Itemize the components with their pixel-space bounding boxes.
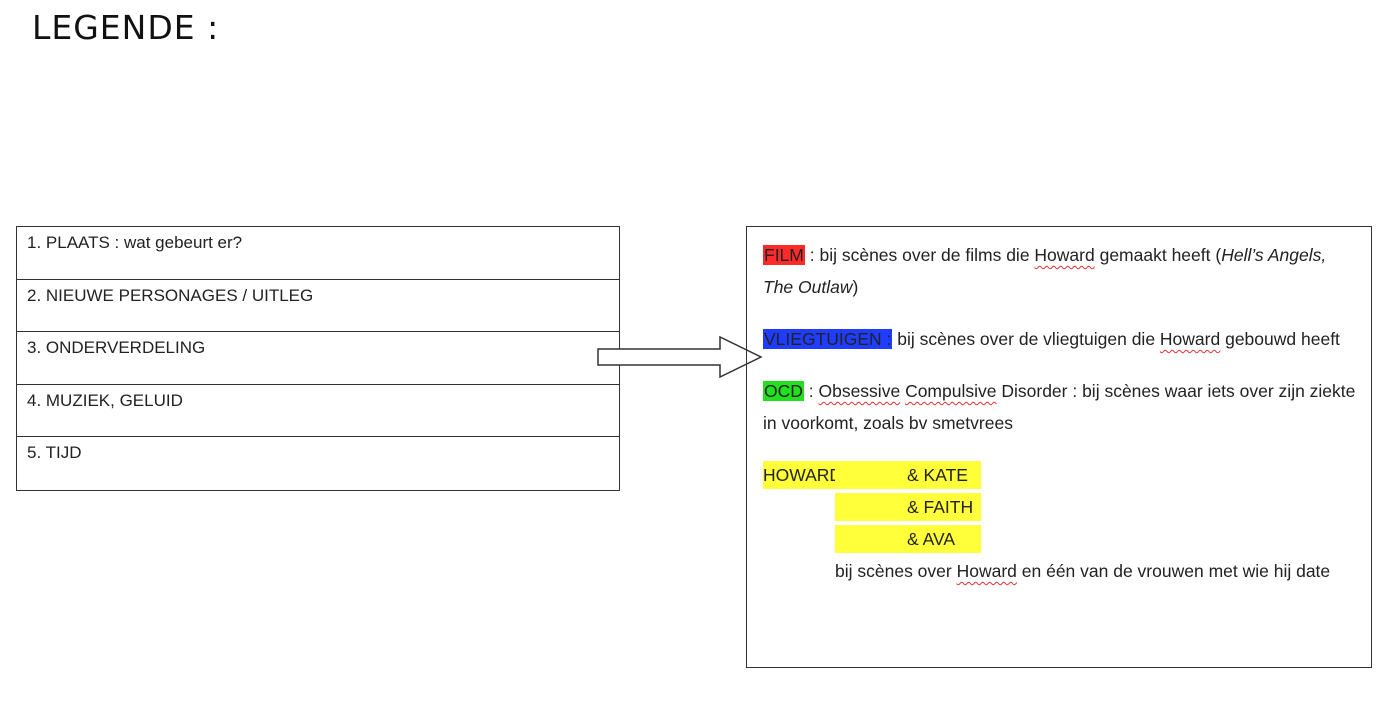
legend-entry-howard: HOWARD & KATE & FAITH & AVA bbox=[763, 459, 1357, 555]
ocd-text: : bbox=[803, 381, 819, 401]
legend-box: FILM : bij scènes over de films die Howa… bbox=[746, 226, 1372, 668]
howard-desc-text: bij scènes over bbox=[835, 561, 957, 581]
page-title: LEGENDE : bbox=[32, 8, 220, 47]
ocd-text-2: Disorder : bij scènes waar iets over zij… bbox=[763, 381, 1356, 433]
legend-entry-ocd: OCD : Obsessive Compulsive Disorder : bi… bbox=[763, 375, 1357, 439]
list-item-characters: 2. NIEUWE PERSONAGES / UITLEG bbox=[17, 280, 619, 333]
howard-description: bij scènes over Howard en één van de vro… bbox=[835, 555, 1357, 587]
howard-partner-faith: & FAITH bbox=[835, 493, 981, 521]
list-item-subdivision: 3. ONDERVERDELING bbox=[17, 332, 619, 385]
howard-desc-name: Howard bbox=[956, 561, 1017, 581]
ocd-tag: OCD bbox=[763, 381, 804, 401]
film-tag: FILM bbox=[763, 245, 805, 265]
planes-text: bij scènes over de vliegtuigen die bbox=[892, 329, 1160, 349]
legend-entry-film: FILM : bij scènes over de films die Howa… bbox=[763, 239, 1357, 303]
ocd-word-obsessive: Obsessive bbox=[818, 381, 901, 401]
right-arrow-icon bbox=[597, 336, 763, 378]
list-item-music: 4. MUZIEK, GELUID bbox=[17, 385, 619, 438]
category-list: 1. PLAATS : wat gebeurt er? 2. NIEUWE PE… bbox=[16, 226, 620, 491]
film-text: : bij scènes over de films die bbox=[804, 245, 1035, 265]
howard-desc-text-2: en één van de vrouwen met wie hij date bbox=[1016, 561, 1331, 581]
legend-entry-planes: VLIEGTUIGEN : bij scènes over de vliegtu… bbox=[763, 323, 1357, 355]
film-titles: Hell’s Angels, The Outlaw bbox=[763, 245, 1327, 297]
film-text-3: ) bbox=[852, 277, 859, 297]
howard-partner-kate: & KATE bbox=[835, 461, 981, 489]
list-item-place: 1. PLAATS : wat gebeurt er? bbox=[17, 227, 619, 280]
list-item-time: 5. TIJD bbox=[27, 443, 82, 463]
ocd-word-compulsive: Compulsive bbox=[905, 381, 997, 401]
howard-partner-ava: & AVA bbox=[835, 525, 981, 553]
film-howard: Howard bbox=[1034, 245, 1095, 265]
planes-howard: Howard bbox=[1159, 329, 1221, 349]
film-text-2: gemaakt heeft ( bbox=[1094, 245, 1222, 265]
planes-tag: VLIEGTUIGEN : bbox=[763, 329, 893, 349]
planes-text-2: gebouwd heeft bbox=[1220, 329, 1340, 349]
